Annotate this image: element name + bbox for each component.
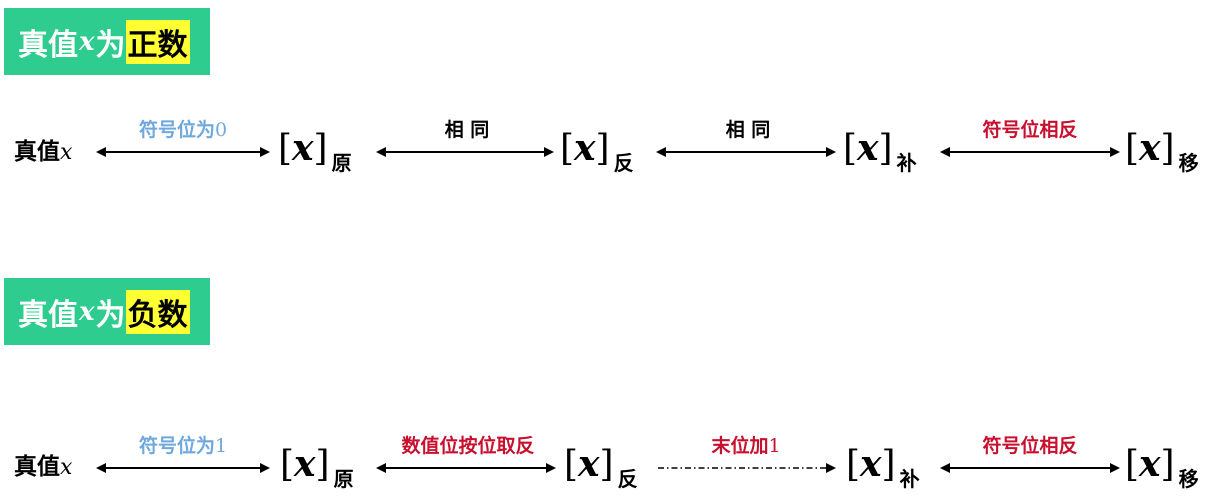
title-mid: 为 [95, 297, 126, 333]
start-node-true-value: 真值x [14, 452, 72, 482]
double-arrow [376, 462, 556, 474]
start-node-true-value: 真值x [14, 137, 72, 167]
arrow-label-add-one-to-last-bit: 末位加1 [711, 435, 781, 457]
node-biased: [x]移 [1125, 443, 1199, 491]
title-prefix: 真值 [18, 27, 78, 63]
arrow-label-sign-bit-inverted: 符号位相反 [982, 119, 1078, 141]
node-ones-complement: [x]反 [564, 443, 638, 491]
node-twos-complement: [x]补 [846, 443, 920, 491]
double-arrow [940, 462, 1120, 474]
arrow-label-invert-value-bits: 数值位按位取反 [401, 435, 535, 457]
node-twos-complement: [x]补 [843, 127, 917, 175]
arrow-label-same-2: 相 同 [725, 119, 771, 141]
node-biased: [x]移 [1125, 127, 1199, 175]
arrow-label-sign-bit-1: 符号位为1 [138, 435, 228, 457]
dashdot-arrow [656, 462, 836, 474]
arrow-label-sign-bit-0: 符号位为0 [138, 119, 228, 141]
node-sign-magnitude: [x]原 [280, 443, 354, 491]
double-arrow [656, 146, 836, 158]
start-label: 真值 [14, 454, 60, 480]
start-variable: x [60, 455, 73, 480]
arrow-label-same-1: 相 同 [444, 119, 490, 141]
node-ones-complement: [x]反 [560, 127, 634, 175]
title-highlight: 负数 [125, 289, 190, 334]
double-arrow [96, 146, 270, 158]
node-sign-magnitude: [x]原 [278, 127, 352, 175]
title-variable: x [79, 26, 95, 57]
title-variable: x [79, 296, 95, 327]
title-highlight: 正数 [125, 19, 190, 64]
double-arrow [940, 146, 1120, 158]
title-mid: 为 [95, 27, 126, 63]
double-arrow [376, 146, 554, 158]
start-variable: x [60, 140, 73, 165]
start-label: 真值 [14, 139, 60, 165]
arrow-label-sign-bit-inverted: 符号位相反 [982, 435, 1078, 457]
double-arrow [96, 462, 270, 474]
title-prefix: 真值 [18, 297, 78, 333]
